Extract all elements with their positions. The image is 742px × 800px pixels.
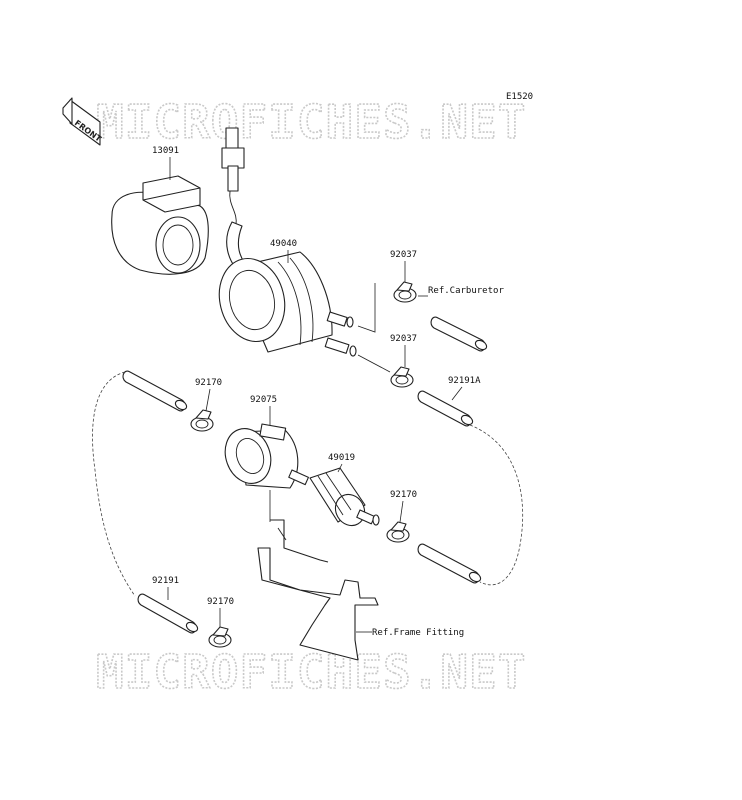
clip-92037-upper <box>393 281 417 303</box>
part-label-92170-right: 92170 <box>390 490 417 500</box>
clip-92170-right <box>386 521 410 543</box>
clip-92170-upper <box>190 409 214 432</box>
part-label-92170-lower: 92170 <box>207 597 234 607</box>
part-label-92075: 92075 <box>250 395 277 405</box>
ref-frame-fitting: Ref.Frame Fitting <box>372 628 464 638</box>
diagram-code: E1520 <box>506 92 533 102</box>
hose-routing-lines <box>92 371 524 597</box>
part-label-92037-lower: 92037 <box>390 334 417 344</box>
hose-92191a <box>417 390 474 427</box>
part-label-92191a: 92191A <box>448 376 481 386</box>
watermark-top: MICROFICHES.NET <box>96 95 526 149</box>
clip-92170-lower <box>208 626 232 648</box>
part-label-92170-upper: 92170 <box>195 378 222 388</box>
pump-connector <box>221 127 253 279</box>
watermark-bottom: MICROFICHES.NET <box>96 645 526 699</box>
clip-92037-lower <box>390 366 414 388</box>
hose-92191 <box>137 593 199 634</box>
hose-to-carburetor <box>430 316 488 352</box>
fuel-pump-49040 <box>218 251 357 357</box>
part-label-92191: 92191 <box>152 576 179 586</box>
hose-right-lower <box>417 543 482 584</box>
part-label-49019: 49019 <box>328 453 355 463</box>
fuel-filter-49019 <box>288 467 380 527</box>
frame-bracket <box>257 490 379 661</box>
ref-carburetor: Ref.Carburetor <box>428 286 504 296</box>
part-label-92037-upper: 92037 <box>390 250 417 260</box>
part-label-49040: 49040 <box>270 239 297 249</box>
hose-left-upper <box>122 370 188 412</box>
part-label-13091: 13091 <box>152 146 179 156</box>
filter-holder-92075 <box>224 423 299 489</box>
pump-clamp-13091 <box>111 175 209 275</box>
